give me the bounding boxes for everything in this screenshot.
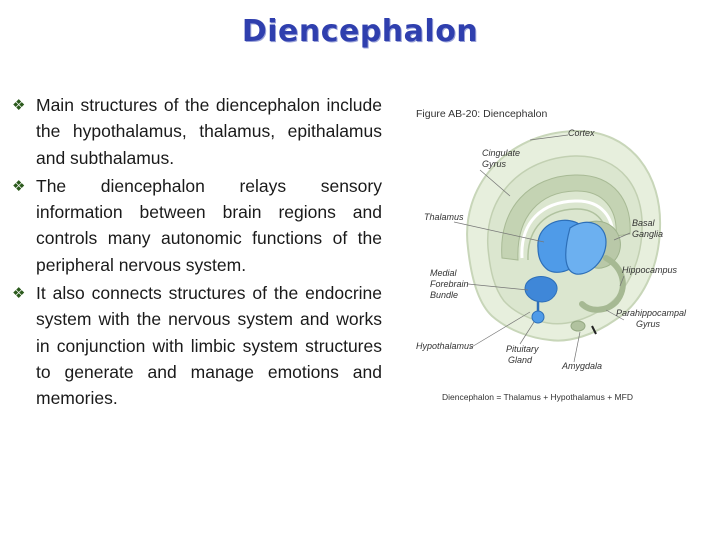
diencephalon-figure: Figure AB-20: Diencephalon [410, 98, 710, 418]
bullet-list: ❖ Main structures of the diencephalon in… [10, 92, 382, 414]
diamond-bullet-icon: ❖ [12, 176, 26, 195]
brain-diagram: Figure AB-20: Diencephalon [416, 108, 687, 402]
pituitary-gland-shape [531, 310, 545, 324]
label-cingulate-gyrus: Cingulate [482, 148, 520, 158]
hypothalamus-shape [524, 276, 558, 303]
bullet-item: ❖ Main structures of the diencephalon in… [10, 92, 382, 171]
thalamus-lobe-shape [565, 221, 607, 275]
label-cingulate-gyrus-2: Gyrus [482, 159, 507, 169]
label-amygdala: Amygdala [561, 361, 602, 371]
label-mfb-2: Forebrain [430, 279, 469, 289]
label-pituitary-gland: Pituitary [506, 344, 539, 354]
diamond-bullet-icon: ❖ [12, 284, 26, 303]
amygdala-shape [570, 320, 586, 332]
label-parahippocampal-gyrus-2: Gyrus [636, 319, 661, 329]
label-cortex: Cortex [568, 128, 595, 138]
bullet-text: Main structures of the diencephalon incl… [36, 95, 382, 168]
cingulate-gyrus-shape [501, 174, 631, 261]
bullet-text: The diencephalon relays sensory informat… [36, 175, 382, 275]
label-mfb-1: Medial [430, 268, 458, 278]
label-parahippocampal-gyrus: Parahippocampal [616, 308, 687, 318]
corpus-callosum-line [520, 199, 615, 259]
amygdala-marker [591, 325, 597, 335]
bullet-item: ❖ It also connects structures of the end… [10, 280, 382, 411]
bullet-text: It also connects structures of the endoc… [36, 283, 382, 409]
leader-lines [453, 134, 631, 363]
label-hypothalamus: Hypothalamus [416, 341, 474, 351]
hippocampus-shape [579, 255, 626, 313]
label-thalamus: Thalamus [424, 212, 464, 222]
bullet-item: ❖ The diencephalon relays sensory inform… [10, 173, 382, 278]
label-pituitary-gland-2: Gland [508, 355, 533, 365]
figure-caption: Diencephalon = Thalamus + Hypothalamus +… [442, 392, 633, 402]
diamond-bullet-icon: ❖ [12, 96, 26, 114]
label-hippocampus: Hippocampus [622, 265, 678, 275]
slide-title: Diencephalon [241, 14, 479, 49]
label-basal-ganglia-2: Ganglia [632, 229, 663, 239]
label-basal-ganglia: Basal [632, 218, 656, 228]
label-mfb-3: Bundle [430, 290, 458, 300]
figure-title: Figure AB-20: Diencephalon [416, 108, 547, 120]
